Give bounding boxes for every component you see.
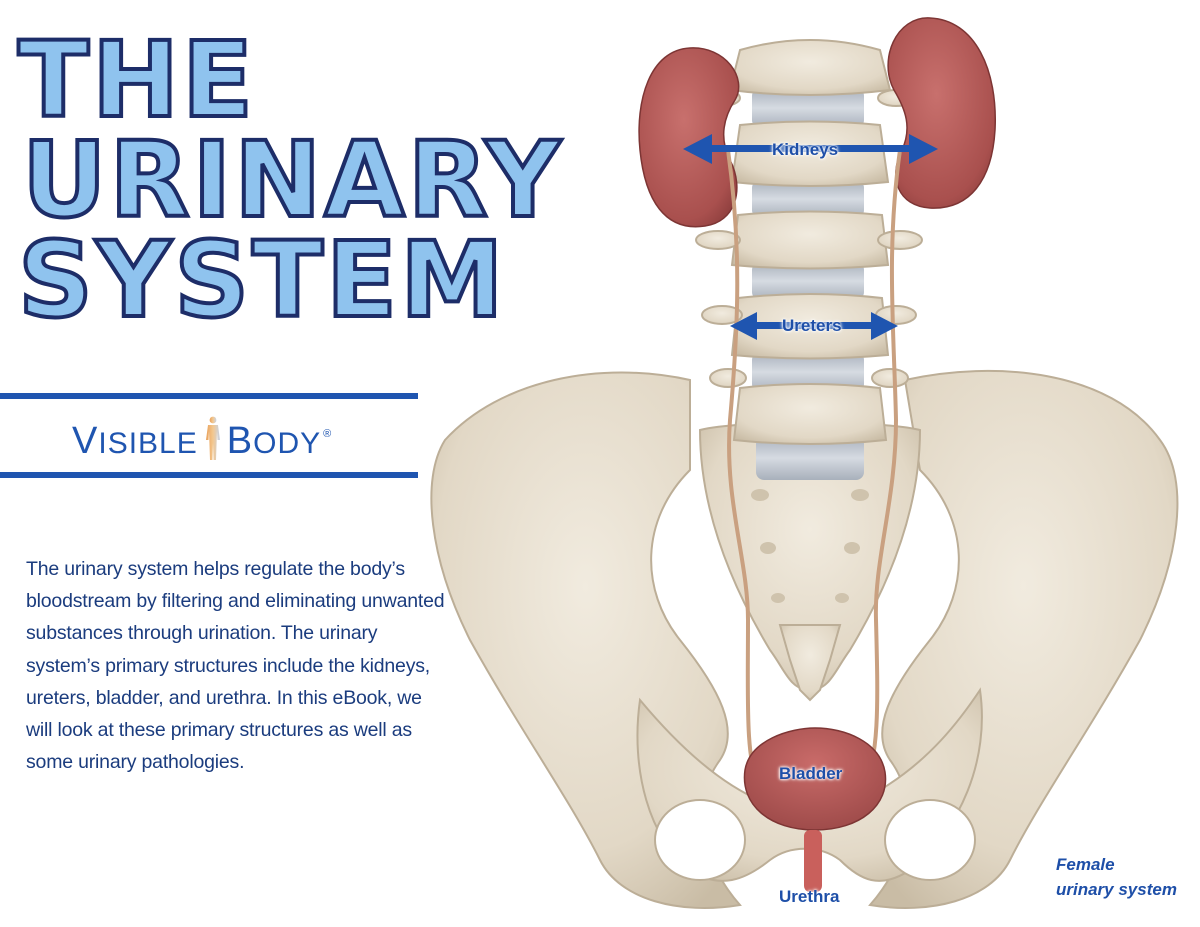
human-figure-icon (205, 416, 220, 460)
ureter-arrows (730, 312, 898, 340)
logo-word-visible: VISIBLE (72, 420, 198, 462)
urinary-system-illustration (430, 17, 1179, 909)
urethra-label: Urethra (779, 887, 840, 906)
visible-body-logo: VISIBLE BODY ® (72, 416, 331, 460)
right-ureter (860, 149, 902, 792)
coccyx (778, 624, 842, 702)
intro-paragraph: The urinary system helps regulate the bo… (26, 558, 445, 774)
registered-mark: ® (323, 428, 332, 440)
sacral-foramina (751, 489, 869, 603)
figure-caption: Female urinary system (1056, 852, 1177, 902)
urethra (804, 830, 822, 892)
bottom-divider (0, 472, 418, 478)
ureters-label: Ureters (782, 316, 842, 335)
intervertebral-discs (752, 88, 864, 480)
bladder (743, 727, 887, 831)
page-title: THE URINARY SYSTEM (16, 19, 564, 341)
kidneys-label: Kidneys (772, 140, 839, 159)
kidney-arrows (683, 134, 938, 164)
left-ureter (726, 149, 762, 791)
title-line-3: SYSTEM (16, 219, 507, 341)
right-kidney (887, 17, 996, 209)
title-line-1: THE (16, 19, 257, 141)
caption-line-2: urinary system (1056, 880, 1177, 899)
top-divider (0, 393, 418, 399)
left-kidney (638, 47, 740, 228)
title-line-2: URINARY (20, 119, 564, 241)
logo-word-body: BODY (226, 420, 322, 462)
caption-line-1: Female (1056, 855, 1115, 874)
pelvis (430, 369, 1179, 909)
bladder-label: Bladder (779, 764, 843, 783)
